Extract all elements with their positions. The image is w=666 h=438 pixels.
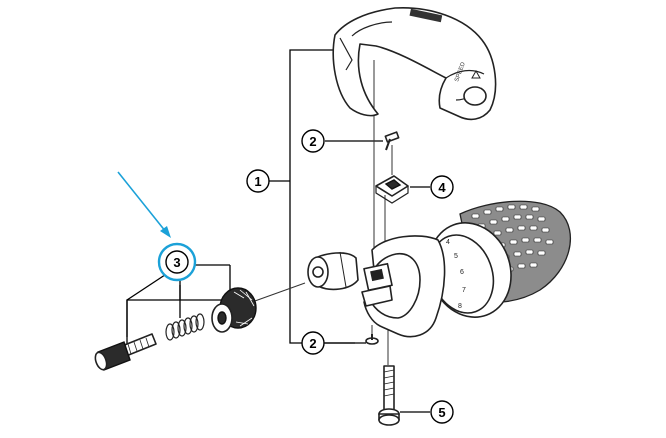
callout-3: 3 [157, 242, 197, 282]
svg-text:5: 5 [454, 253, 458, 260]
callout-5: 5 [430, 400, 454, 424]
svg-text:6: 6 [460, 269, 464, 276]
clip-part [375, 175, 409, 204]
callout-number: 1 [254, 174, 261, 189]
svg-text:4: 4 [446, 239, 450, 246]
shifter-cover: SPEED [332, 7, 497, 121]
spring [165, 313, 205, 341]
clamp-bolt [378, 365, 400, 426]
twist-grip: 4 5 6 7 8 [428, 200, 572, 318]
callout-2-bottom: 2 [301, 331, 325, 355]
callout-number: 2 [309, 134, 316, 149]
svg-text:7: 7 [462, 287, 466, 294]
callout-number: 4 [438, 180, 446, 195]
callout-number: 5 [438, 405, 445, 420]
svg-text:8: 8 [458, 303, 462, 310]
adjuster-bolt [94, 333, 157, 371]
pointer-arrow-icon [117, 171, 171, 238]
callout-2-top: 2 [301, 129, 325, 153]
callout-1: 1 [246, 169, 270, 193]
cover-screw-top [384, 131, 400, 151]
clamp-band [361, 235, 446, 338]
knurled-nut [211, 287, 257, 333]
barrel-adjuster [307, 251, 359, 291]
callout-number: 3 [173, 255, 180, 270]
callout-4: 4 [430, 175, 454, 199]
cover-screw-bottom [365, 334, 379, 345]
callout-number: 2 [309, 336, 316, 351]
